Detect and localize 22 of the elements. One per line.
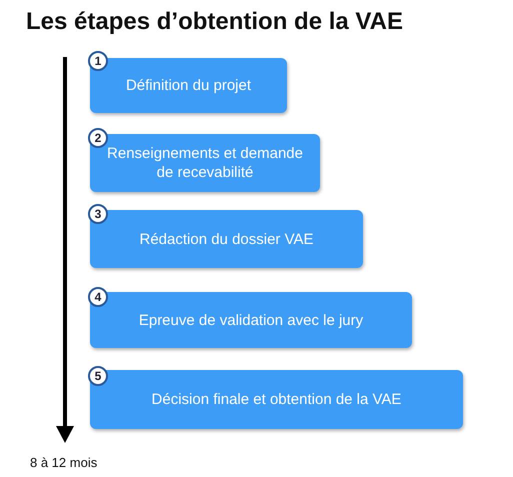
step-number: 1	[94, 54, 102, 68]
step-label: Définition du projet	[126, 76, 252, 95]
step-box	[90, 210, 363, 268]
duration-label: 8 à 12 mois	[30, 455, 98, 470]
step-label: Rédaction du dossier VAE	[140, 230, 314, 248]
step-box	[90, 58, 287, 113]
step-number: 2	[94, 131, 102, 145]
step-number-circle	[88, 204, 108, 224]
step-box	[90, 370, 463, 429]
step-number-circle	[88, 128, 108, 148]
step-label: Décision finale et obtention de la VAE	[152, 390, 402, 409]
step-label: Renseignements et demande de recevabilité	[106, 144, 304, 182]
step-number: 4	[94, 290, 102, 304]
step-number-circle	[88, 366, 108, 386]
step-number: 5	[94, 369, 102, 383]
step-number-circle	[88, 51, 108, 71]
title: Les étapes d’obtention de la VAE	[26, 8, 403, 36]
step-label: Epreuve de validation avec le jury	[138, 310, 364, 330]
step-number: 3	[94, 207, 102, 221]
step-number-circle	[88, 287, 108, 307]
step-box	[90, 134, 320, 192]
step-box	[90, 292, 412, 348]
